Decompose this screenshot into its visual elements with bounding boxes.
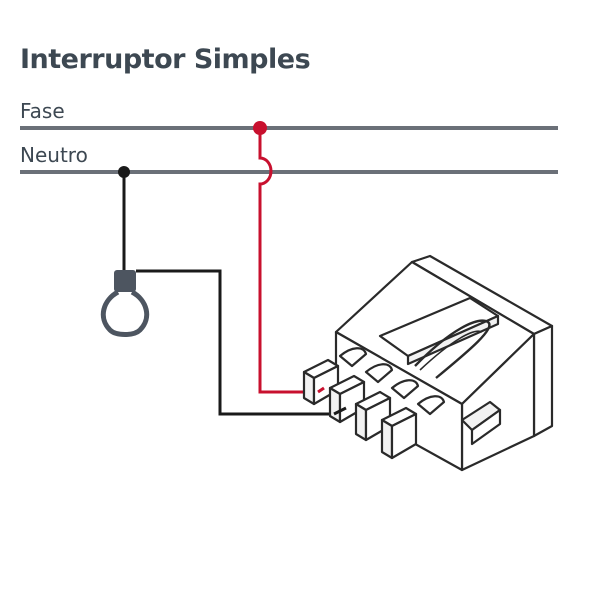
diagram-title: Interruptor Simples <box>20 44 311 75</box>
neutral-line-label: Neutro <box>20 143 88 167</box>
light-bulb-icon <box>100 270 150 337</box>
phase-line-label: Fase <box>20 99 65 123</box>
wall-switch-icon <box>302 254 554 472</box>
phase-wire <box>258 128 322 394</box>
return-wire-end <box>333 406 347 416</box>
switch-return-wire <box>136 269 338 416</box>
phase-wire-end <box>317 386 325 394</box>
